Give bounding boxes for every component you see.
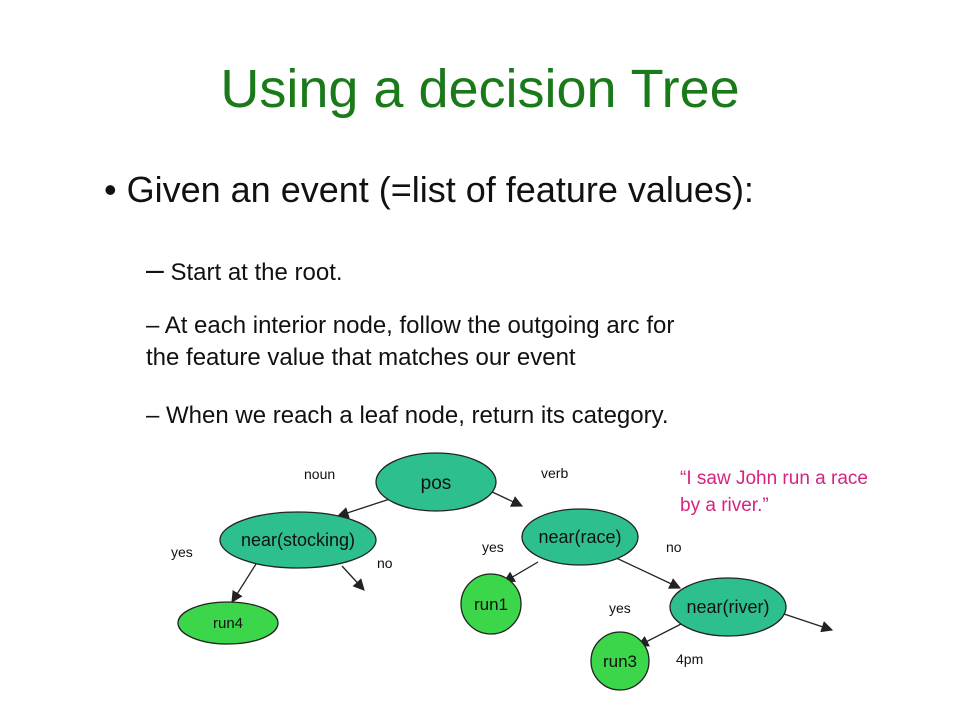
edge-stocking-to-run4 <box>231 563 257 603</box>
node-pos: pos <box>375 452 497 512</box>
subpoint-start-text: Start at the root. <box>163 259 343 286</box>
subpoint-dash: – <box>146 251 164 287</box>
edge-pos-to-race <box>487 489 524 507</box>
subpoint-interior-line2: the feature value that matches our event <box>146 344 576 372</box>
quote-line1: “I saw John run a race <box>680 468 868 489</box>
quote-line2: by a river.” <box>680 494 769 516</box>
leaf-run1-label: run1 <box>474 595 508 614</box>
node-near-river-shape <box>669 577 787 637</box>
node-near-stocking: near(stocking) <box>219 511 377 569</box>
subpoint-interior-line1: – At each interior node, follow the outg… <box>146 312 675 339</box>
main-bullet: • Given an event (=list of feature value… <box>104 168 754 211</box>
edge-river-4pm <box>783 613 834 633</box>
leaf-run3-shape <box>590 631 650 691</box>
edge-label-river-4pm: 4pm <box>676 651 703 667</box>
edge-stocking-no <box>341 565 365 591</box>
edge-pos-to-stocking <box>336 497 394 519</box>
edge-river-to-run3 <box>636 621 686 647</box>
edge-label-race-yes: yes <box>482 539 504 555</box>
edge-label-river-yes: yes <box>609 600 631 616</box>
node-near-stocking-label: near(stocking) <box>241 530 355 550</box>
node-near-river-label: near(river) <box>686 597 769 617</box>
example-quote: “I saw John run a race by a river.” <box>680 466 868 519</box>
edge-label-stocking-yes: yes <box>171 544 193 560</box>
node-near-race-shape <box>521 508 639 566</box>
node-pos-shape <box>375 452 497 512</box>
edge-label-stocking-no: no <box>377 555 393 571</box>
leaf-run1-shape <box>460 573 522 635</box>
subpoint-leaf: – When we reach a leaf node, return its … <box>146 402 669 429</box>
node-near-river: near(river) <box>669 577 787 637</box>
leaf-run3: run3 <box>590 631 650 691</box>
edge-race-to-river <box>611 555 682 589</box>
leaf-run4-shape <box>177 601 279 645</box>
leaf-run1: run1 <box>460 573 522 635</box>
node-near-race: near(race) <box>521 508 639 566</box>
main-bullet-text: Given an event (=list of feature values)… <box>126 169 754 210</box>
node-pos-label: pos <box>421 473 452 494</box>
edge-label-verb: verb <box>541 465 568 481</box>
node-near-race-label: near(race) <box>538 527 621 547</box>
subpoint-interior: – At each interior node, follow the outg… <box>146 310 674 375</box>
edge-label-race-no: no <box>666 539 682 555</box>
edge-race-to-run1 <box>502 561 539 583</box>
slide-title: Using a decision Tree <box>220 59 740 119</box>
subpoint-start: – Start at the root. <box>146 248 343 291</box>
leaf-run3-label: run3 <box>603 652 637 671</box>
node-near-stocking-shape <box>219 511 377 569</box>
leaf-run4-label: run4 <box>213 615 243 632</box>
edge-label-noun: noun <box>304 466 335 482</box>
bullet-dot: • <box>104 169 127 210</box>
leaf-run4: run4 <box>177 601 279 645</box>
